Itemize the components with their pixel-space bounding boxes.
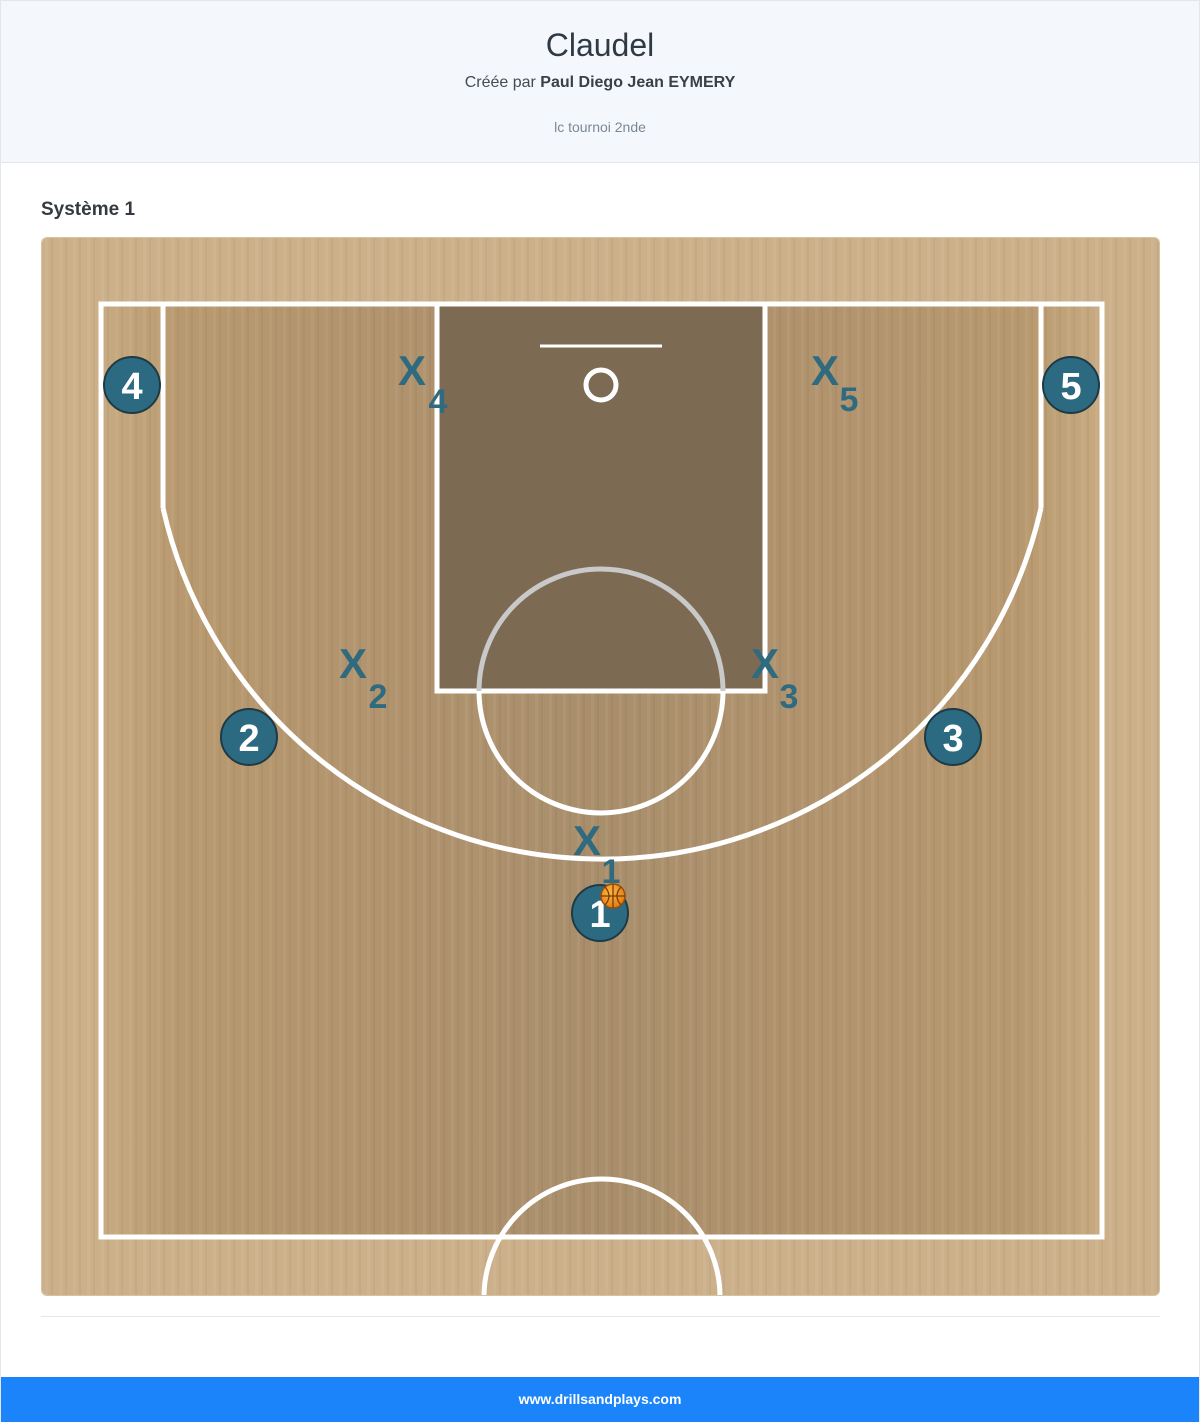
court-lines bbox=[98, 301, 1105, 1295]
offense-player[interactable]: 3 bbox=[924, 708, 982, 766]
player-circle bbox=[924, 708, 982, 766]
footer: www.drillsandplays.com bbox=[1, 1377, 1199, 1422]
defender-mark: X bbox=[573, 817, 601, 864]
center-circle bbox=[481, 1176, 723, 1295]
paint-lines bbox=[434, 301, 768, 694]
free-throw-circle-top bbox=[476, 566, 726, 692]
player-circle bbox=[1042, 356, 1100, 414]
free-throw-circle-bottom bbox=[476, 690, 726, 816]
three-point-arc bbox=[160, 507, 1044, 862]
footer-link[interactable]: www.drillsandplays.com bbox=[518, 1391, 682, 1407]
hoop bbox=[583, 367, 619, 403]
defense-layer: X 4 X 5 X 2 X 3 X 1 bbox=[339, 347, 858, 891]
creator-line: Créée par Paul Diego Jean EYMERY bbox=[1, 74, 1199, 92]
play-title: Claudel bbox=[545, 27, 655, 63]
offense-player[interactable]: 4 bbox=[103, 356, 161, 414]
section-title: Système 1 bbox=[41, 199, 136, 220]
defender-mark: X bbox=[811, 347, 839, 394]
player-number: 3 bbox=[942, 718, 963, 760]
offense-player[interactable]: 2 bbox=[220, 708, 278, 766]
section-divider bbox=[41, 1316, 1160, 1317]
defender-mark: X bbox=[751, 640, 779, 687]
player-number: 5 bbox=[1060, 366, 1081, 408]
court-diagram: X 4 X 5 X 2 X 3 X 1 bbox=[41, 237, 1160, 1296]
defender-number: 5 bbox=[840, 381, 859, 419]
play-subtitle: lc tournoi 2nde bbox=[554, 119, 646, 135]
player-circle bbox=[220, 708, 278, 766]
defender-number: 3 bbox=[780, 678, 799, 716]
created-by-prefix: Créée par bbox=[464, 74, 536, 91]
defender[interactable]: X 5 bbox=[811, 347, 858, 419]
paint-area bbox=[437, 306, 765, 691]
player-number: 2 bbox=[238, 718, 259, 760]
offense-player[interactable]: 1 bbox=[571, 883, 629, 942]
defender[interactable]: X 1 bbox=[573, 817, 620, 891]
defender-number: 2 bbox=[369, 678, 388, 716]
offense-player[interactable]: 5 bbox=[1042, 356, 1100, 414]
court-svg: X 4 X 5 X 2 X 3 X 1 bbox=[42, 238, 1159, 1295]
player-number: 4 bbox=[121, 366, 142, 408]
player-circle bbox=[103, 356, 161, 414]
defender-mark: X bbox=[339, 640, 367, 687]
defender[interactable]: X 2 bbox=[339, 640, 387, 716]
basketball-icon bbox=[600, 883, 626, 909]
defender-number: 4 bbox=[429, 383, 448, 421]
defender-number: 1 bbox=[602, 853, 621, 891]
header: Claudel Créée par Paul Diego Jean EYMERY… bbox=[1, 1, 1199, 163]
defender-mark: X bbox=[398, 347, 426, 394]
defender[interactable]: X 3 bbox=[751, 640, 798, 716]
author-name: Paul Diego Jean EYMERY bbox=[540, 74, 736, 91]
defender[interactable]: X 4 bbox=[398, 347, 448, 421]
offense-layer: 4 5 2 3 1 bbox=[103, 356, 1100, 942]
